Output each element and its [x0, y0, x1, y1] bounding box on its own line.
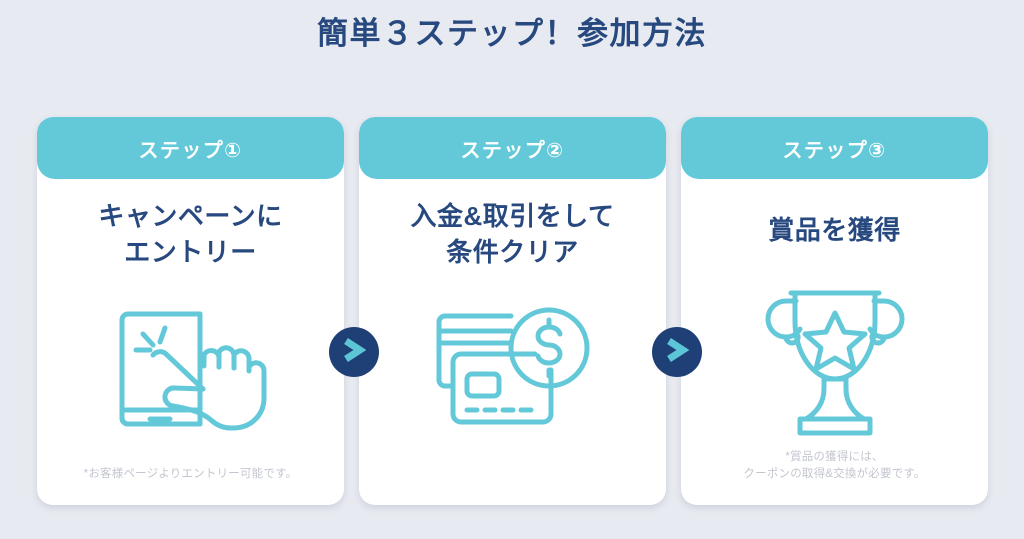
page-title: 簡単３ステップ！参加方法 [317, 16, 707, 51]
step-note-line2-3: クーポンの取得&交換が必要です。 [743, 467, 926, 480]
step-title-2: 入金&取引をして 条件クリア [359, 199, 666, 271]
step-note-1: *お客様ページよりエントリー可能です。 [37, 466, 344, 483]
credit-cards-dollar-icon [359, 293, 666, 453]
step-title-line1-3: 賞品を獲得 [768, 215, 901, 245]
chevron-right-icon [342, 337, 367, 368]
step-title-3: 賞品を獲得 [681, 213, 988, 249]
step-note-line1-1: *お客様ページよりエントリー可能です。 [83, 467, 298, 480]
step-title-line1-1: キャンペーンに [98, 201, 283, 231]
step-badge-3: ステップ③ [681, 117, 988, 179]
step-badge-label-1: ステップ① [138, 139, 243, 162]
step-note-line1-3: *賞品の獲得には、 [785, 450, 884, 463]
steps-container: ステップ① キャンペーンに エントリー [37, 117, 988, 505]
step-title-line2-1: エントリー [124, 236, 257, 267]
step-card-3[interactable]: ステップ③ 賞品を獲得 [681, 117, 988, 505]
step-title-line2-2: 条件クリア [446, 236, 579, 267]
phone-tap-icon [37, 293, 344, 453]
chevron-right-icon [665, 337, 690, 368]
step-badge-label-2: ステップ② [460, 139, 565, 162]
step-title-1: キャンペーンに エントリー [37, 199, 344, 271]
step-badge-2: ステップ② [359, 117, 666, 179]
step-note-3: *賞品の獲得には、 クーポンの取得&交換が必要です。 [681, 449, 988, 484]
trophy-star-icon [681, 277, 988, 445]
step-connector-1 [329, 327, 379, 377]
step-connector-2 [652, 327, 702, 377]
step-card-2[interactable]: ステップ② 入金&取引をして 条件クリア [359, 117, 666, 505]
step-badge-1: ステップ① [37, 117, 344, 179]
step-card-1[interactable]: ステップ① キャンペーンに エントリー [37, 117, 344, 505]
step-title-line1-2: 入金&取引をして [410, 201, 615, 231]
step-badge-label-3: ステップ③ [782, 139, 887, 162]
